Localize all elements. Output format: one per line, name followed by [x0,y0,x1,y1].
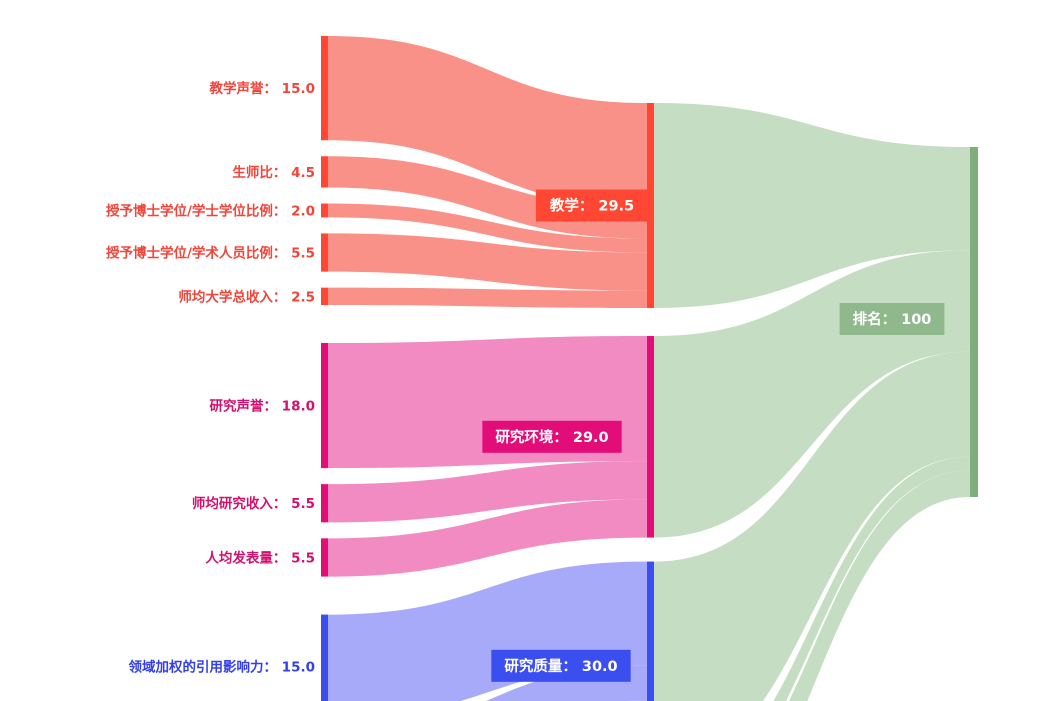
stage-label-ranking-box [839,303,945,335]
sankey-link-industry-ranking [773,456,970,701]
source-label-fwci: 领域加权的引用影响力： 15.0 [128,659,315,676]
sankey-node-publications_per_staff [321,538,328,577]
sankey-link-research_quality-ranking [654,351,970,701]
sankey-link-doctorate_bachelor_ratio [328,203,647,253]
sankey-link-publications_per_staff [328,499,647,577]
sankey-node-doctorate_staff_ratio [321,233,328,272]
source-label-institutional_income: 师均大学总收入： 2.5 [178,288,315,305]
stage-label-research_quality-text: 研究质量： 30.0 [504,657,617,675]
sankey-node-teaching_reputation [321,36,328,141]
source-label-research_reputation: 研究声誉： 18.0 [209,398,315,415]
source-label-doctorate_staff_ratio: 授予博士学位/学术人员比例： 5.5 [106,245,315,262]
source-label-student_staff_ratio: 生师比： 4.5 [232,164,315,181]
sankey-source-labels: 教学声誉： 15.0 生师比： 4.5 授予博士学位/学士学位比例： 2.0 授予博士… [106,80,315,676]
stage-label-research_env-box [482,420,622,453]
stage-label-research_quality-box [491,649,631,682]
sankey-link-intl_outlook-ranking [789,470,970,701]
stage-label-teaching-box [535,189,648,222]
sankey-node-institutional_income [321,287,328,306]
sankey-nodes [321,36,978,701]
sankey-node-teaching [647,103,654,309]
stage-label-research_env-text: 研究环境： 29.0 [495,428,608,446]
sankey-node-fwci [321,614,328,701]
sankey-node-student_staff_ratio [321,156,328,188]
sankey-node-research_income [321,484,328,523]
source-label-doctorate_bachelor_ratio: 授予博士学位/学士学位比例： 2.0 [106,202,315,219]
sankey-link-institutional_income [328,287,647,309]
sankey-node-research_env [647,336,654,538]
sankey-node-research_reputation [321,343,328,469]
stage-label-teaching-text: 教学： 29.5 [549,197,634,215]
sankey-node-research_quality [647,561,654,701]
source-label-research_income: 师均研究收入： 5.5 [192,495,315,512]
sankey-node-doctorate_bachelor_ratio [321,203,328,218]
sankey-node-ranking [970,147,978,497]
source-label-teaching_reputation: 教学声誉： 15.0 [209,80,315,97]
stage-label-ranking-text: 排名： 100 [853,310,932,328]
sankey-link-teaching-ranking [654,103,970,309]
sankey-link-teaching_reputation [328,36,647,208]
sankey-link-doctorate_staff_ratio [328,233,647,291]
source-label-publications_per_staff: 人均发表量： 5.5 [205,549,315,566]
sankey-link-research_income [328,461,647,523]
